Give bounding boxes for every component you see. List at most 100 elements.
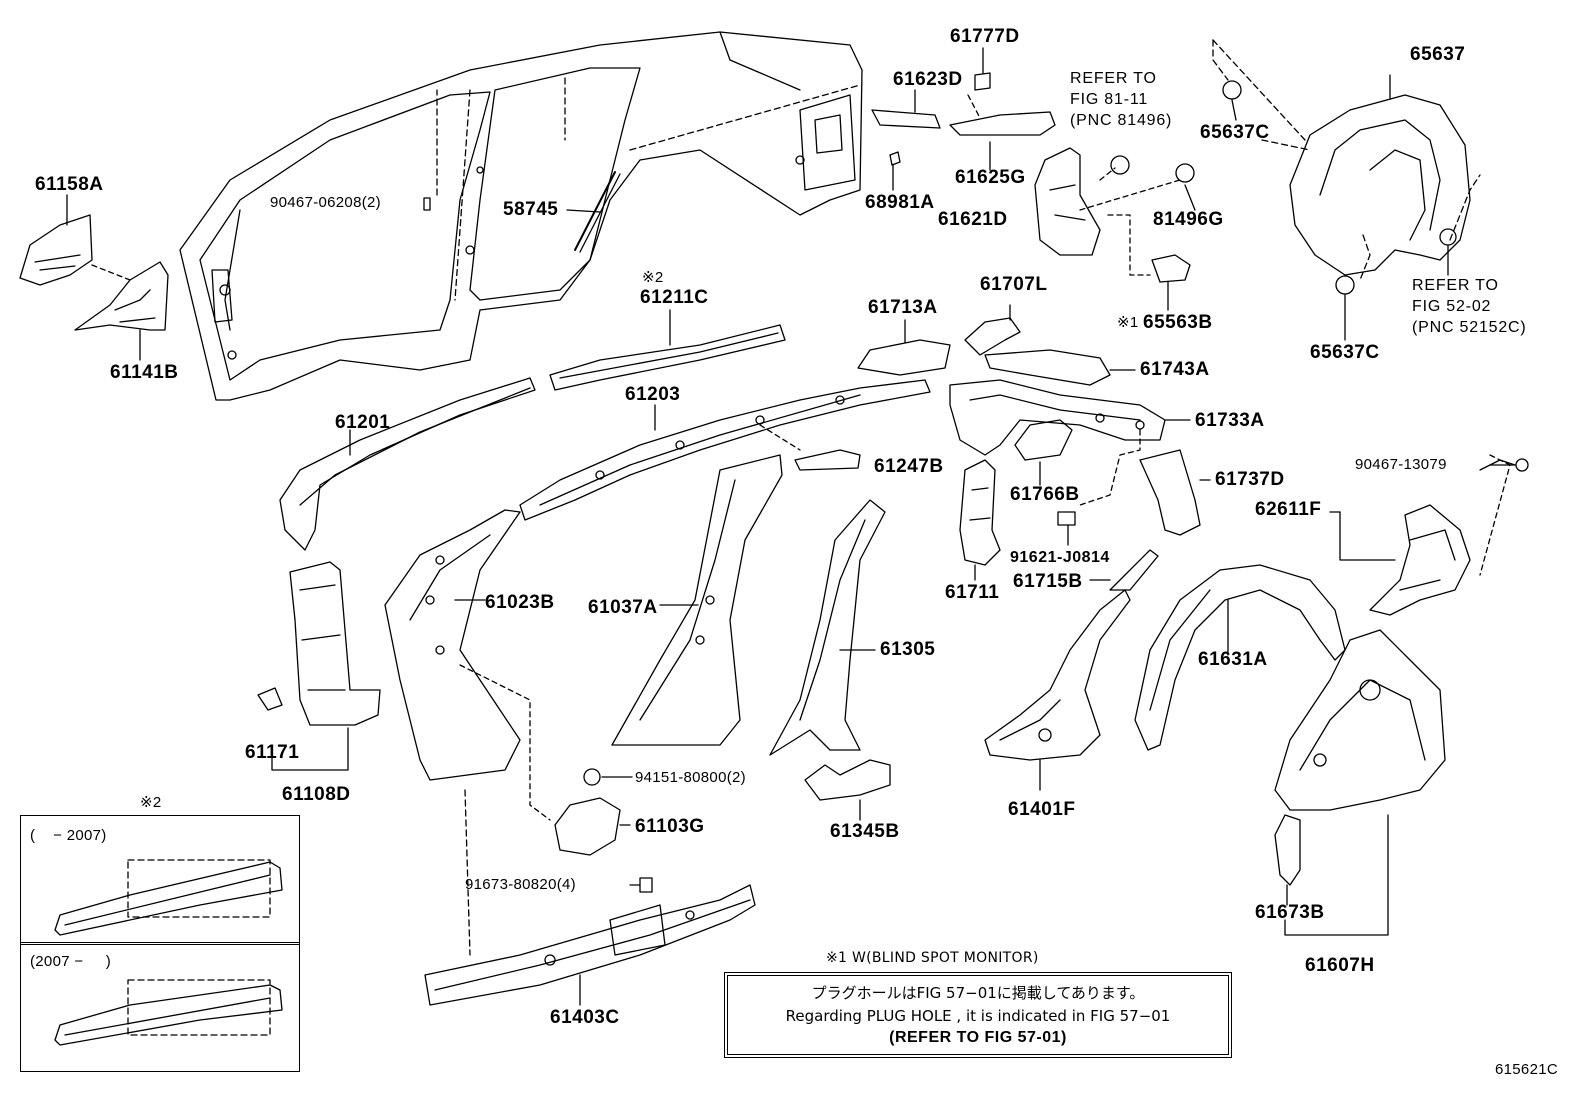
bracket-61158A-drawing bbox=[19, 194, 93, 286]
clip-65637C-a-drawing bbox=[1222, 80, 1242, 100]
bracket-61743A-drawing bbox=[984, 349, 1136, 386]
part-label-65637[interactable]: 65637 bbox=[1410, 44, 1466, 65]
part-label-61707L[interactable]: 61707L bbox=[980, 274, 1048, 295]
part-label-94151-80800[interactable]: 94151-80800(2) bbox=[635, 769, 746, 786]
part-label-61743A[interactable]: 61743A bbox=[1140, 359, 1210, 380]
part-label-61733A[interactable]: 61733A bbox=[1195, 410, 1265, 431]
weatherstrip-58745-edge bbox=[579, 173, 621, 253]
strip-61715B-drawing bbox=[1109, 549, 1159, 591]
panel-62611F-drawing bbox=[1369, 459, 1516, 616]
part-label-65637C-bottom[interactable]: 65637C bbox=[1310, 342, 1380, 363]
bracket-61713A-drawing bbox=[857, 339, 951, 376]
part-label-61345B[interactable]: 61345B bbox=[830, 821, 900, 842]
part-label-61737D[interactable]: 61737D bbox=[1215, 469, 1285, 490]
inset-mark: ※2 bbox=[140, 794, 162, 811]
part-label-61403C[interactable]: 61403C bbox=[550, 1007, 620, 1028]
part-label-61203[interactable]: 61203 bbox=[625, 384, 681, 405]
weatherstrip-58745-drawing bbox=[574, 171, 616, 251]
part-label-61103G[interactable]: 61103G bbox=[635, 816, 705, 837]
part-label-61171[interactable]: 61171 bbox=[245, 742, 300, 763]
part-label-90467-06208[interactable]: 90467-06208(2) bbox=[270, 194, 381, 211]
dashed-leader-65637 bbox=[1212, 39, 1481, 281]
inner-wheelhouse-61607H-drawing bbox=[1274, 629, 1446, 936]
part-label-91621-J0814[interactable]: 91621-J0814 bbox=[1010, 549, 1110, 566]
refer-note-52152C: REFER TO FIG 52-02 (PNC 52152C) bbox=[1412, 277, 1527, 336]
part-label-61673B[interactable]: 61673B bbox=[1255, 902, 1325, 923]
note-blind-spot: ※1 W(BLIND SPOT MONITOR) bbox=[826, 950, 1039, 966]
part-label-58745[interactable]: 58745 bbox=[503, 199, 559, 220]
clip-52152C-drawing bbox=[1439, 228, 1457, 246]
part-label-61631A[interactable]: 61631A bbox=[1198, 649, 1268, 670]
part-label-65637C-top[interactable]: 65637C bbox=[1200, 122, 1270, 143]
clip-90467-13079-drawing bbox=[1515, 458, 1529, 472]
part-label-61108D[interactable]: 61108D bbox=[282, 784, 351, 805]
bracket-61737D-drawing bbox=[1139, 449, 1211, 536]
dashed-leader-61158A bbox=[91, 264, 131, 281]
figure-id: 615621C bbox=[1495, 1061, 1558, 1078]
part-label-61711[interactable]: 61711 bbox=[945, 582, 1000, 603]
inset-range-top: ( − 2007) bbox=[30, 827, 107, 844]
panel-61401F-drawing bbox=[984, 589, 1131, 791]
inset-rail-top-drawing bbox=[54, 859, 283, 936]
part-label-61766B[interactable]: 61766B bbox=[1010, 484, 1080, 505]
inset-rail-bottom-drawing bbox=[54, 979, 283, 1046]
part-68981A-drawing bbox=[889, 151, 901, 166]
part-label-61211C[interactable]: 61211C bbox=[640, 287, 709, 308]
plug-hole-note-box: プラグホールはFIG 57−01に掲載してあります。 Regarding PLU… bbox=[724, 972, 1232, 1058]
part-label-61715B[interactable]: 61715B bbox=[1013, 571, 1083, 592]
panel-61733A-drawing bbox=[949, 379, 1191, 456]
dashed-leader-65563B bbox=[1107, 214, 1151, 276]
part-label-68981A[interactable]: 68981A bbox=[865, 192, 935, 213]
bracket-61625G-drawing bbox=[949, 111, 1056, 171]
rocker-61403C-drawing bbox=[424, 884, 756, 1006]
part-label-65563B[interactable]: 65563B bbox=[1143, 312, 1213, 333]
bracket-61247B-drawing bbox=[794, 449, 861, 471]
leader-62611F bbox=[1329, 511, 1396, 561]
roof-rail-61211C-drawing bbox=[549, 309, 786, 391]
part-label-62611F[interactable]: 62611F bbox=[1255, 499, 1322, 520]
part-label-61777D[interactable]: 61777D bbox=[950, 26, 1020, 47]
pillar-61108D-drawing bbox=[271, 561, 381, 771]
part-label-91673-80820[interactable]: 91673-80820(4) bbox=[465, 876, 576, 893]
part-label-61037A[interactable]: 61037A bbox=[588, 597, 658, 618]
leader-65637C-a bbox=[1231, 99, 1237, 121]
part-label-61305[interactable]: 61305 bbox=[880, 639, 936, 660]
part-label-61623D[interactable]: 61623D bbox=[893, 69, 963, 90]
clip-65637C-b-drawing bbox=[1335, 275, 1355, 295]
bracket-61673B-drawing bbox=[1274, 814, 1301, 906]
fender-liner-65637-drawing bbox=[1289, 74, 1471, 276]
bracket-61707L-drawing bbox=[964, 304, 1021, 356]
grommet-81496-drawing bbox=[1110, 155, 1130, 175]
part-61777D-drawing bbox=[974, 72, 991, 91]
dashed-leaders-top bbox=[436, 77, 861, 196]
part-label-61158A[interactable]: 61158A bbox=[35, 174, 104, 195]
bracket-61345B-drawing bbox=[804, 759, 891, 821]
note-english: Regarding PLUG HOLE , it is indicated in… bbox=[785, 1007, 1171, 1025]
part-label-61247B[interactable]: 61247B bbox=[874, 456, 944, 477]
part-label-81496G[interactable]: 81496G bbox=[1153, 209, 1224, 230]
dashed-leader-90467-13079 bbox=[1479, 454, 1511, 576]
part-label-61625G[interactable]: 61625G bbox=[955, 167, 1026, 188]
clip-94151-80800-drawing bbox=[583, 768, 601, 786]
panel-61621D-drawing bbox=[1034, 147, 1101, 256]
roof-rail-61201-drawing bbox=[279, 377, 536, 551]
bracket-61103G-drawing bbox=[554, 797, 631, 856]
bolt-91621-J0814-drawing bbox=[1057, 511, 1076, 546]
part-label-61713A[interactable]: 61713A bbox=[868, 297, 938, 318]
dashed-leader-61103G bbox=[459, 664, 551, 821]
pillar-61037A-drawing bbox=[611, 454, 783, 746]
bracket-61766B-drawing bbox=[1014, 419, 1073, 461]
part-label-61401F[interactable]: 61401F bbox=[1008, 799, 1076, 820]
grommet-81496G-drawing bbox=[1175, 163, 1195, 183]
part-label-61023B[interactable]: 61023B bbox=[485, 592, 555, 613]
wheelhouse-61631A-drawing bbox=[1134, 564, 1346, 751]
part-label-61141B[interactable]: 61141B bbox=[110, 362, 179, 383]
part-label-90467-13079[interactable]: 90467-13079 bbox=[1355, 456, 1447, 473]
part-label-61201[interactable]: 61201 bbox=[335, 412, 391, 433]
side-outer-panel-drawing bbox=[179, 31, 863, 401]
part-label-61607H[interactable]: 61607H bbox=[1305, 955, 1375, 976]
inset-box-bottom bbox=[20, 942, 300, 1072]
panel-61711-drawing bbox=[959, 459, 1001, 581]
part-label-61621D[interactable]: 61621D bbox=[938, 209, 1008, 230]
